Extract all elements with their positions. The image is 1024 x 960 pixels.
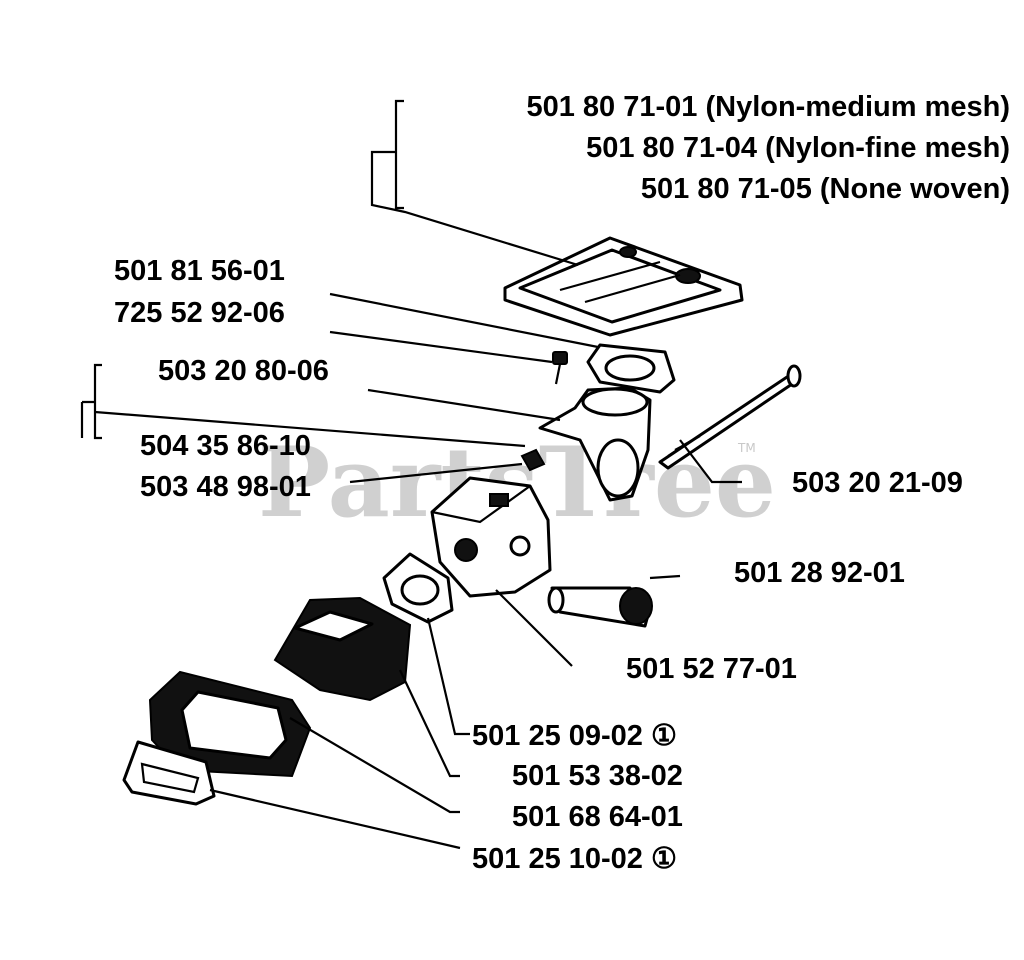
label-501-25-09-02: 501 25 09-02 ① bbox=[472, 720, 677, 752]
leader-501-68-64-01 bbox=[289, 717, 460, 814]
label-501-25-10-02: 501 25 10-02 ① bbox=[472, 843, 677, 875]
label-filter-fine-mesh: 501 80 71-04 (Nylon-fine mesh) bbox=[586, 132, 1010, 164]
label-725-52-92-06: 725 52 92-06 bbox=[114, 297, 285, 329]
label-504-35-86-10: 504 35 86-10 bbox=[140, 430, 311, 462]
label-501-68-64-01: 501 68 64-01 bbox=[512, 801, 683, 833]
carburetor-part bbox=[430, 476, 552, 598]
label-501-52-77-01: 501 52 77-01 bbox=[626, 653, 797, 685]
label-503-20-80-06: 503 20 80-06 bbox=[158, 355, 329, 387]
filter-bracket bbox=[370, 99, 579, 267]
leader-503-20-21-09 bbox=[679, 439, 742, 484]
leader-503-20-80-06 bbox=[367, 388, 561, 422]
long-bolt-part bbox=[658, 364, 802, 470]
air-filter-part bbox=[503, 236, 744, 337]
rubber-boot-part bbox=[148, 670, 312, 778]
screw-part bbox=[552, 351, 568, 385]
leader-501-81-56-01 bbox=[329, 292, 599, 349]
label-501-53-38-02: 501 53 38-02 bbox=[512, 760, 683, 792]
label-filter-non-woven: 501 80 71-05 (None woven) bbox=[641, 173, 1010, 205]
leader-501-28-92-01 bbox=[649, 574, 681, 580]
carb-gasket-part bbox=[382, 552, 454, 624]
leader-501-25-10-02 bbox=[209, 788, 461, 850]
label-501-81-56-01: 501 81 56-01 bbox=[114, 255, 285, 287]
filter-gasket-part bbox=[586, 343, 676, 394]
intake-gasket-part bbox=[122, 740, 216, 806]
leader-503-48-98-01 bbox=[349, 462, 523, 484]
filter-holder-part bbox=[538, 386, 652, 502]
plunger-part bbox=[547, 586, 653, 628]
label-503-48-98-01: 503 48 98-01 bbox=[140, 471, 311, 503]
washer-part bbox=[520, 448, 546, 472]
leader-501-25-09-02 bbox=[426, 617, 470, 736]
intake-body-part bbox=[273, 596, 412, 702]
bracket-504-503 bbox=[80, 363, 526, 448]
label-filter-medium-mesh: 501 80 71-01 (Nylon-medium mesh) bbox=[526, 91, 1010, 123]
leader-501-53-38-02 bbox=[399, 669, 460, 778]
trademark: TM bbox=[737, 441, 756, 455]
leader-725-52-92-06 bbox=[329, 330, 553, 364]
leader-501-52-77-01 bbox=[495, 589, 573, 667]
label-501-28-92-01: 501 28 92-01 bbox=[734, 557, 905, 589]
label-503-20-21-09: 503 20 21-09 bbox=[792, 467, 963, 499]
